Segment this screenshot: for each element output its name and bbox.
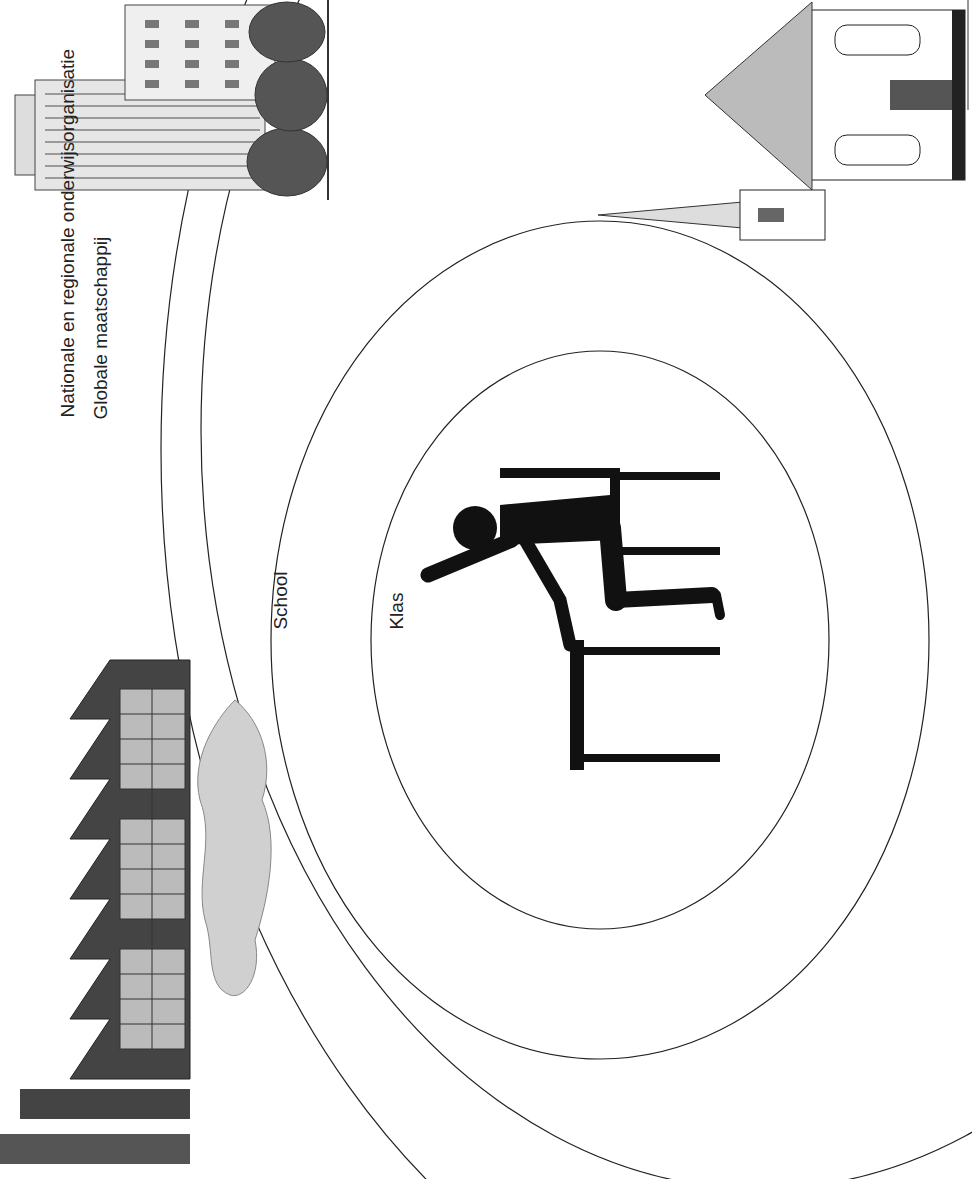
ring-label: Nationale en regionale onderwijsorganisa…	[58, 49, 79, 418]
ring-ellipse: Globale maatschappijNationale en regiona…	[160, 0, 972, 1179]
ring-label: School	[271, 571, 292, 629]
church	[598, 2, 965, 240]
ring-outline	[370, 350, 830, 930]
ring-ellipse: School Klas	[270, 220, 930, 1060]
ring-outline	[270, 220, 930, 1060]
ring-ellipse: Nationale en regionale onderwijsorganisa…	[200, 0, 972, 1179]
ring-label: Globale maatschappij	[91, 237, 112, 420]
office-building	[15, 0, 328, 200]
frame-line	[968, 0, 969, 110]
ring-ellipse: Klas	[370, 350, 830, 930]
smoke-cloud	[198, 700, 271, 996]
ring-label: Klas	[387, 593, 408, 630]
factory	[0, 660, 190, 1164]
ring-outline	[200, 0, 972, 1179]
student-figure	[428, 468, 720, 770]
